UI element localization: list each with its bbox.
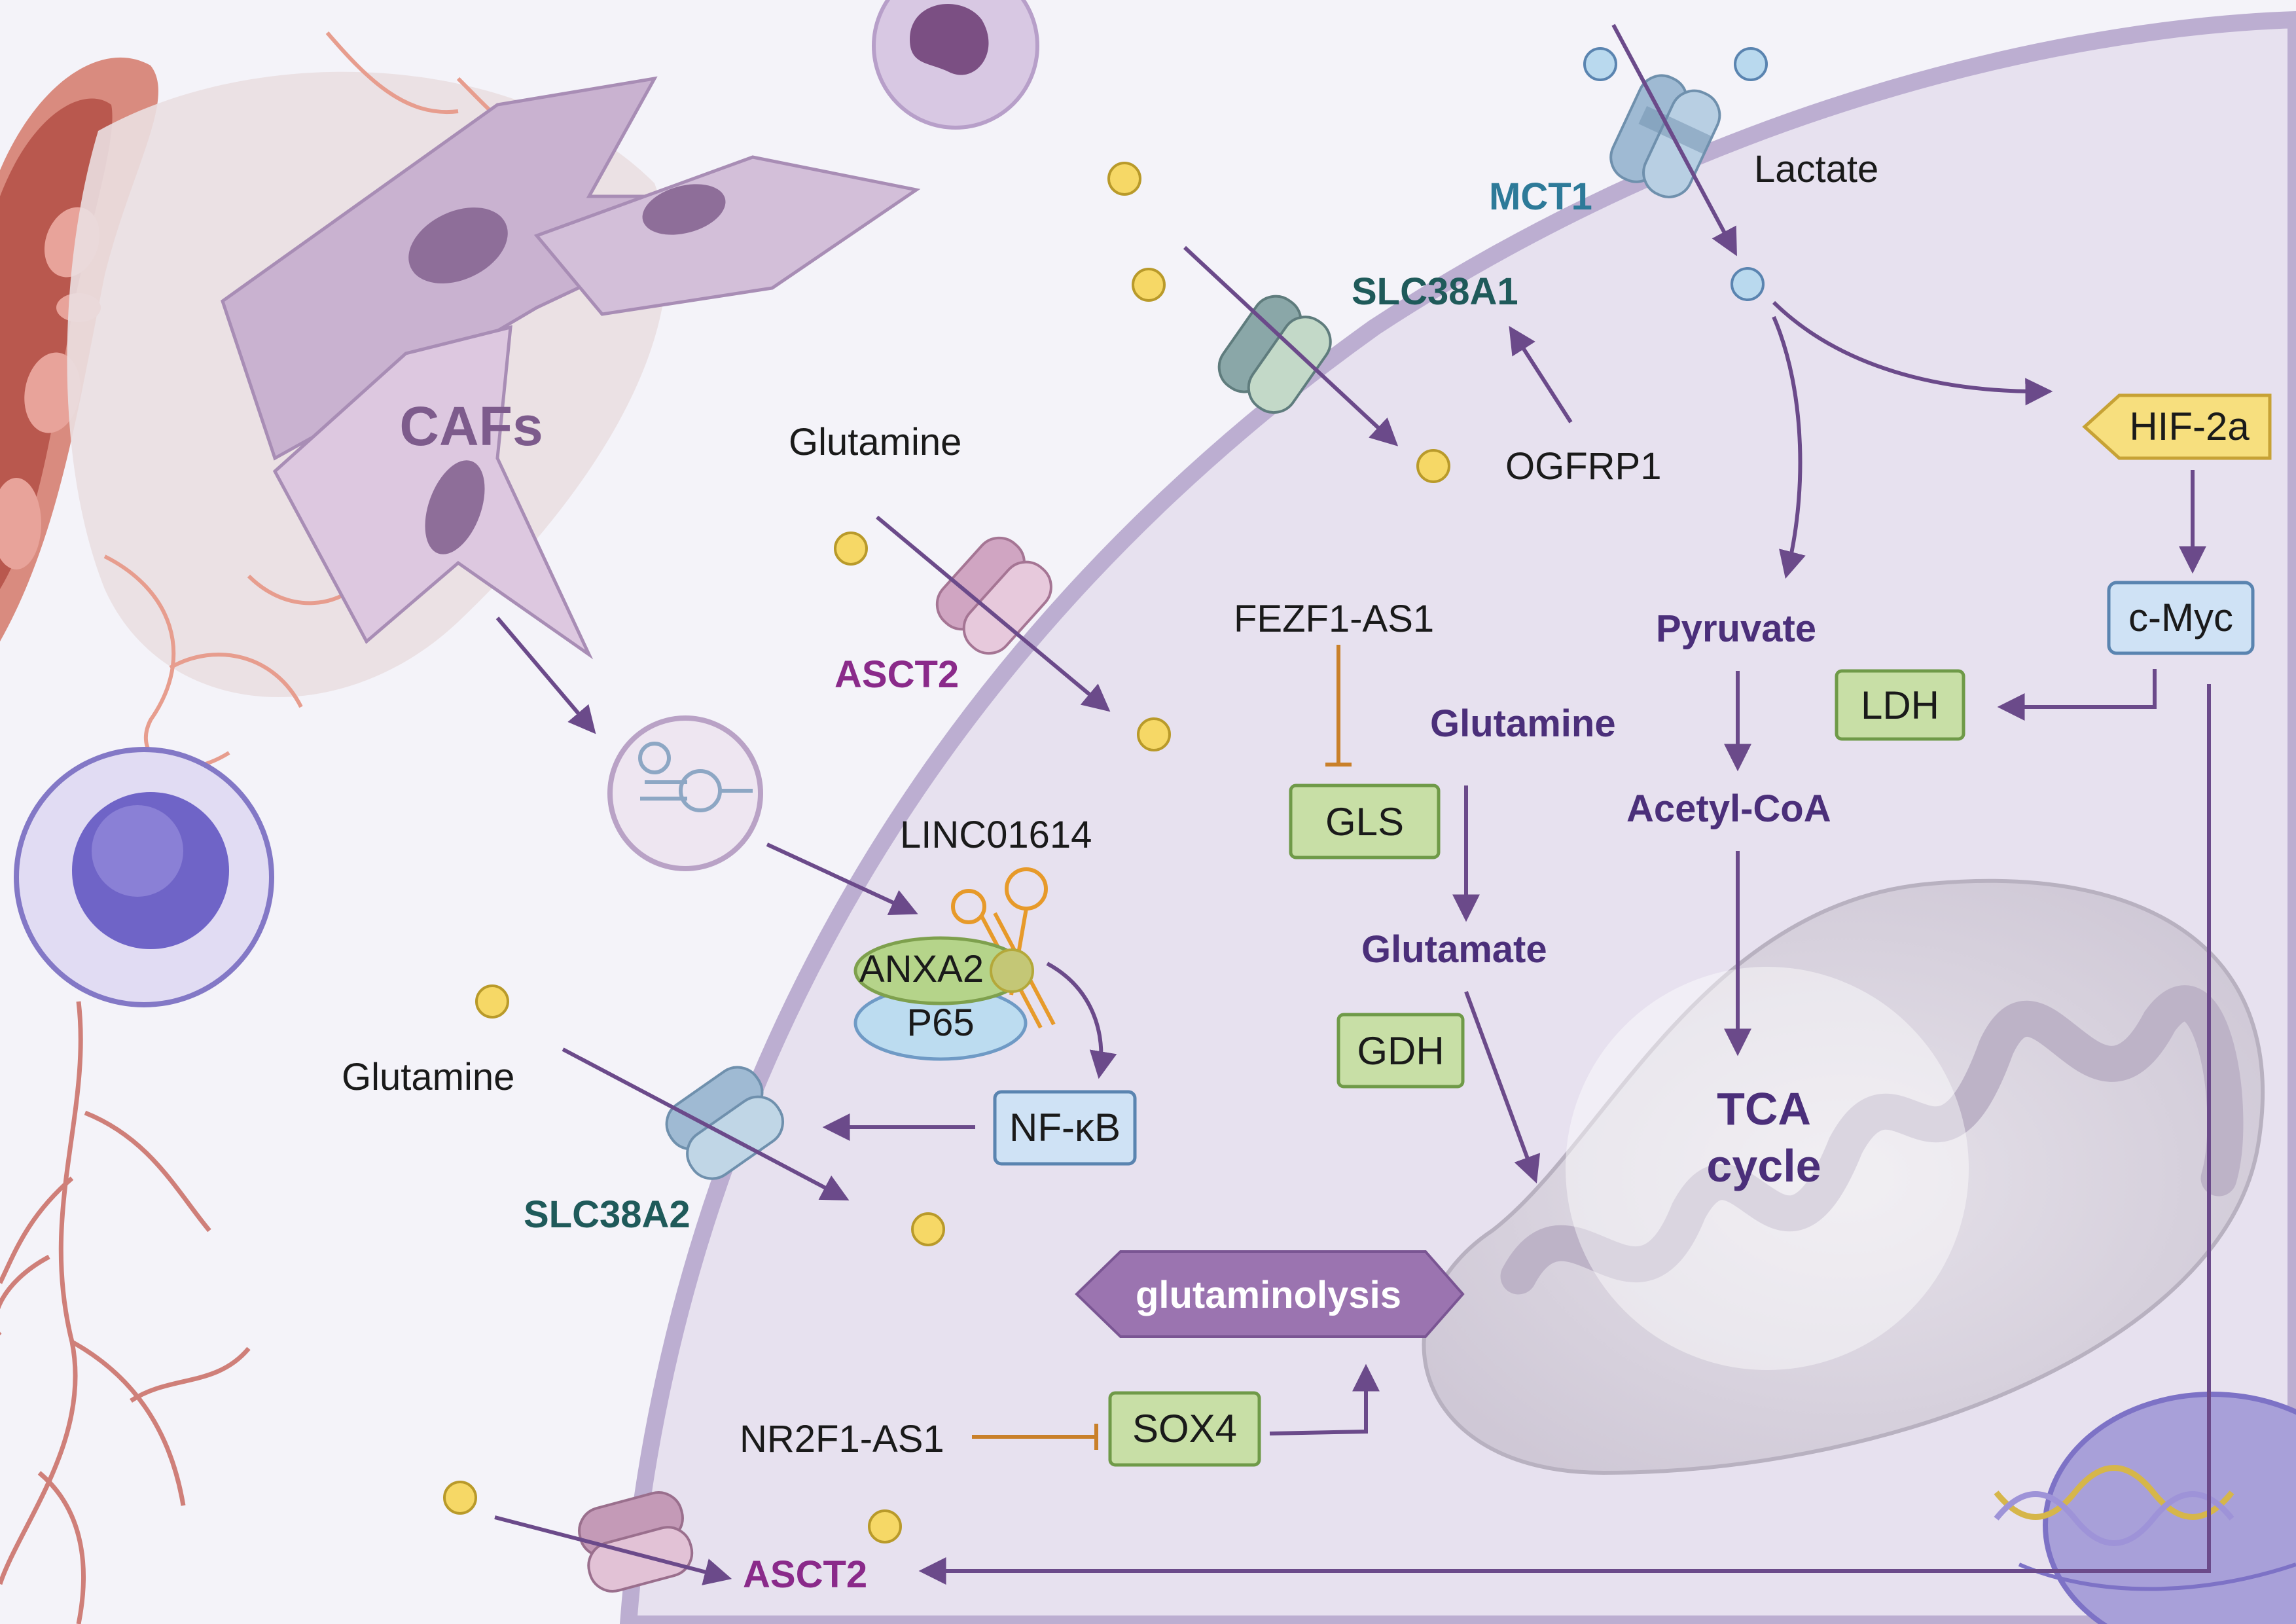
- branching-vessel: [0, 1001, 251, 1624]
- ldh-box: [1835, 669, 1965, 741]
- tca-line1-label: TCA: [1717, 1083, 1811, 1134]
- slc38a2-label: SLC38A2: [524, 1193, 691, 1236]
- sox4-label: SOX4: [1132, 1407, 1237, 1451]
- acetyl-coa-label: Acetyl-CoA: [1626, 787, 1831, 830]
- nfkb-label: NF-κB: [1009, 1106, 1121, 1149]
- glutamine-molecules: [443, 162, 1450, 1543]
- nr2f1-label: NR2F1-AS1: [740, 1418, 944, 1460]
- lactate-molecules: [1583, 47, 1768, 301]
- ogfrp1-label: OGFRP1: [1505, 445, 1662, 488]
- glutamine-left-label: Glutamine: [342, 1056, 514, 1098]
- glutamine-top-label: Glutamine: [789, 421, 961, 463]
- gls-label: GLS: [1325, 800, 1404, 844]
- gdh-box: [1336, 1013, 1465, 1089]
- gls-box: [1289, 784, 1441, 859]
- exosome-icon: [607, 715, 763, 871]
- mct1-transporter: [1609, 74, 1721, 198]
- asct2-bottom-transporter: [578, 1491, 694, 1593]
- tca-cycle-highlight: [1566, 967, 1969, 1370]
- mitochondrion: [1422, 878, 2265, 1475]
- slc38a2-transporter: [665, 1066, 784, 1180]
- glutamine-inner-label: Glutamine: [1430, 702, 1616, 745]
- glutaminolysis-label: glutaminolysis: [1136, 1274, 1401, 1316]
- asct2-top-label: ASCT2: [834, 653, 959, 696]
- dna-helix-icon: [1994, 1465, 2234, 1546]
- pyruvate-label: Pyruvate: [1656, 607, 1816, 650]
- mct1-label: MCT1: [1489, 175, 1592, 218]
- ldh-label: LDH: [1861, 683, 1939, 727]
- anxa2-label: ANXA2: [859, 948, 984, 990]
- glutaminolysis-tag: [1075, 1250, 1465, 1338]
- inhibition-lines: [972, 645, 1352, 1450]
- asct2-top-transporter: [935, 536, 1052, 655]
- cafs-cell-group: [221, 76, 921, 660]
- slc38a1-transporter: [1217, 295, 1332, 414]
- immune-cell: [14, 747, 274, 1007]
- glutamate-label: Glutamate: [1361, 928, 1547, 971]
- sox4-box: [1108, 1391, 1261, 1467]
- neutrophil-cell: [872, 0, 1039, 130]
- p65-label: P65: [906, 1001, 974, 1044]
- fezf1-label: FEZF1-AS1: [1234, 598, 1434, 640]
- cmyc-box: [2107, 581, 2255, 655]
- cmyc-label: c-Myc: [2128, 596, 2233, 640]
- hif2a-label: HIF-2a: [2129, 405, 2250, 448]
- lactate-label: Lactate: [1754, 148, 1878, 190]
- nfkb-box: [993, 1090, 1137, 1166]
- cafs-label: CAFs: [399, 395, 543, 457]
- linc01614-label: LINC01614: [900, 814, 1092, 856]
- gdh-label: GDH: [1357, 1029, 1444, 1073]
- linc-binding-dot: [990, 948, 1034, 993]
- hif2a-tag: [2082, 393, 2272, 460]
- asct2-bottom-label: ASCT2: [743, 1553, 867, 1596]
- tca-line2-label: cycle: [1706, 1140, 1821, 1191]
- slc38a1-label: SLC38A1: [1352, 270, 1518, 313]
- arrows: [494, 24, 2211, 1585]
